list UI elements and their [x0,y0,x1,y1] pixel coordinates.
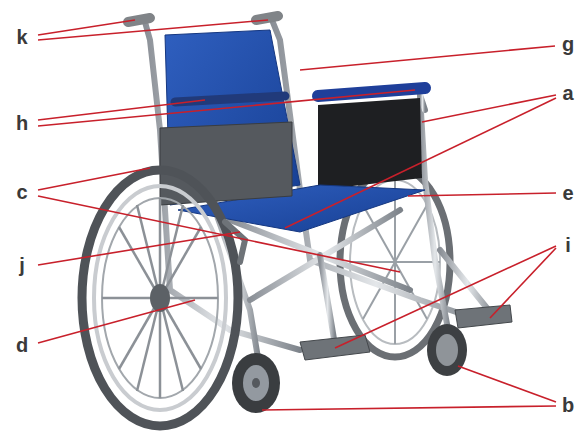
callout-letter: i [565,235,571,255]
caster-wheel [232,324,467,413]
rear-wheel [82,170,238,426]
side-panel [318,98,422,190]
callout-letter: h [16,113,28,133]
callout-letter: j [19,255,25,275]
callout-letter: e [562,183,573,203]
brake [225,222,245,262]
callout-letter: c [16,182,27,202]
callout-letter: d [16,335,28,355]
callout-letter: k [16,27,27,47]
leader-lines [38,20,556,410]
callout-letter: b [562,395,574,415]
callout-letter: g [562,34,574,54]
footrest [455,305,512,328]
callout-letter: a [562,83,573,103]
